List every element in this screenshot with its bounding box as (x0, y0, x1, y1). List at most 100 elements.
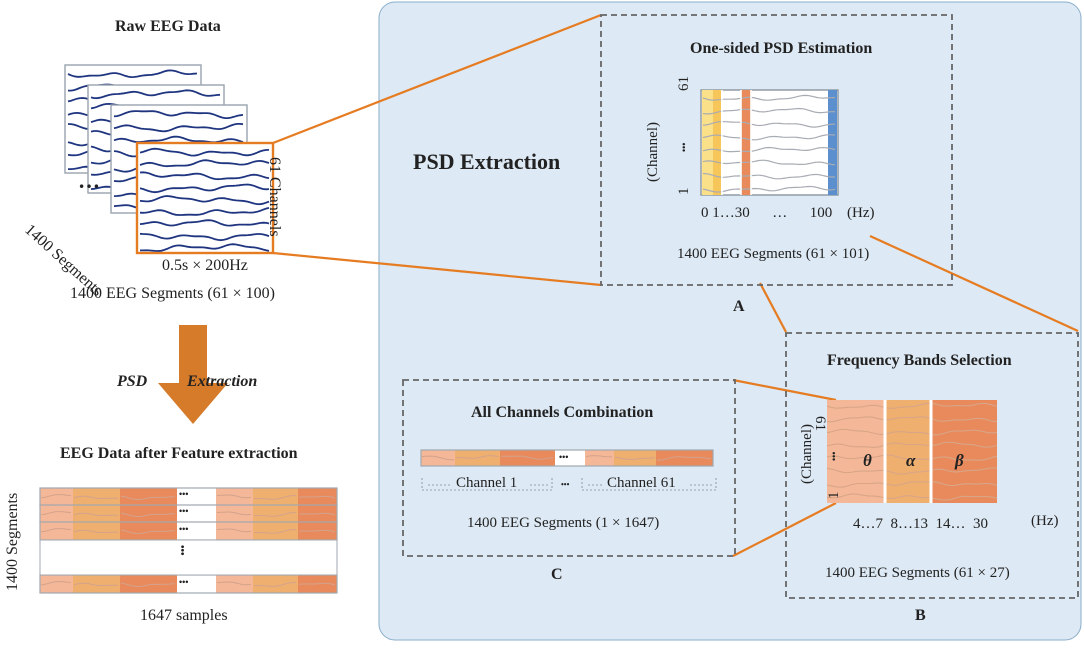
feature-cell-wave (40, 528, 72, 533)
feature-cell-wave (120, 512, 175, 517)
strip-cell (421, 450, 455, 466)
band-channel-wave (827, 416, 997, 423)
grid-row-dots-3: ••• (179, 524, 189, 534)
eeg-waveform (139, 219, 270, 227)
psd-channel-wave (702, 185, 836, 193)
feature-cell-wave (253, 512, 297, 517)
strip-cell (500, 450, 555, 466)
psd-hz-label: (Hz) (847, 205, 875, 221)
eeg-waveform (113, 110, 244, 119)
comb-strip-dots: ••• (559, 452, 569, 462)
psd-y-axis-label: (Channel) (645, 122, 661, 182)
eeg-waveform (139, 159, 270, 168)
feature-cell-wave (120, 495, 175, 500)
strip-cell (585, 450, 614, 466)
psd-channel-wave (702, 94, 835, 101)
psd-channel-wave (702, 172, 836, 180)
strip-border (420, 449, 714, 467)
feature-cell (216, 488, 253, 506)
strip-cell-wave (456, 455, 499, 459)
after-segments-side-label: 1400 Segments (4, 492, 21, 591)
feature-cell-wave (217, 581, 252, 586)
eeg-waveform (139, 147, 270, 157)
comb-channel-61: Channel 61 (607, 475, 676, 491)
feature-cell (177, 505, 216, 523)
feature-cell (40, 522, 73, 540)
feature-cell-wave (298, 495, 336, 499)
feature-gap-row (39, 539, 338, 576)
strip-cell-wave (421, 455, 455, 461)
band-channel-wave (827, 467, 997, 475)
strip-cell (614, 450, 656, 466)
feature-cell-wave (120, 529, 175, 534)
band-x-labels: 4…7 8…13 14… 30 (853, 516, 988, 532)
feature-cell-wave (120, 582, 175, 587)
label-b: B (915, 607, 926, 624)
eeg-waveform (140, 243, 270, 252)
band-channel-wave (827, 402, 997, 409)
band-channel-wave (827, 428, 997, 436)
band-beta (931, 400, 997, 503)
psd-segments-label: 1400 EEG Segments (61 × 101) (677, 246, 870, 262)
feature-cell-wave (298, 512, 336, 516)
comb-segments-label: 1400 EEG Segments (1 × 1647) (467, 515, 660, 531)
raw-segments-label: 1400 EEG Segments (61 × 100) (70, 285, 275, 302)
beta-label: β (955, 451, 964, 470)
feature-cell-wave (253, 529, 297, 534)
eeg-waveform (67, 69, 198, 79)
psd-band-delta (702, 90, 713, 195)
panel-title: PSD Extraction (413, 149, 561, 174)
band-y-top: 61 (812, 416, 828, 431)
strip-cell (656, 450, 713, 466)
feature-cell (177, 522, 216, 540)
eeg-waveform (139, 195, 270, 206)
psd-band-low (713, 90, 721, 195)
psd-x-labels: 0 1…30 … 100 (701, 205, 833, 221)
feature-row (39, 574, 338, 594)
strip-cell-wave (501, 455, 554, 460)
psd-band-mid (741, 90, 751, 195)
psd-band-high (828, 90, 837, 195)
feature-cell (120, 488, 177, 506)
feature-row (39, 504, 338, 524)
feature-cell-wave (73, 529, 119, 533)
feature-cell (40, 575, 73, 593)
comb-channel-dots: ••• (561, 480, 570, 489)
feature-cell-wave (73, 582, 119, 586)
feature-cell-wave (217, 528, 252, 533)
channels-combination-box (402, 379, 736, 557)
band-channel-wave (827, 454, 997, 461)
psd-extraction-arrow (158, 325, 228, 424)
comb-channel-1: Channel 1 (456, 475, 518, 491)
psd-estimation-plot (700, 89, 839, 196)
strip-cell-wave (656, 456, 712, 461)
feature-cell-wave (73, 512, 119, 516)
feature-cell (216, 505, 253, 523)
eeg-waveform (139, 183, 270, 194)
psd-channel-wave (702, 134, 836, 141)
grid-row-dots-1: ••• (179, 489, 189, 499)
band-y-dots: ••• (829, 451, 839, 461)
feature-cell-wave (40, 494, 72, 499)
samples-label: 1647 samples (140, 607, 228, 624)
duration-label: 0.5s × 200Hz (162, 257, 248, 274)
raw-eeg-segment-stack (64, 64, 275, 255)
psd-y-top: 61 (676, 76, 692, 91)
band-hz-label: (Hz) (1031, 513, 1059, 529)
band-channel-wave (827, 441, 997, 448)
label-a: A (733, 298, 745, 315)
eeg-waveform (139, 171, 270, 181)
feature-cell-wave (298, 529, 336, 533)
connector-lines (272, 13, 1079, 557)
feature-cell-wave (73, 495, 119, 499)
feature-cell (120, 575, 177, 593)
feature-cell (253, 505, 298, 523)
strip-cell-wave (585, 455, 613, 458)
feature-cell (120, 522, 177, 540)
strip-cell (555, 450, 585, 466)
bracket-channel-61 (581, 478, 717, 491)
feature-cell (177, 488, 216, 506)
psd-box-title: One-sided PSD Estimation (690, 40, 873, 57)
feature-data-grid (39, 487, 338, 594)
band-channel-wave (827, 481, 997, 488)
